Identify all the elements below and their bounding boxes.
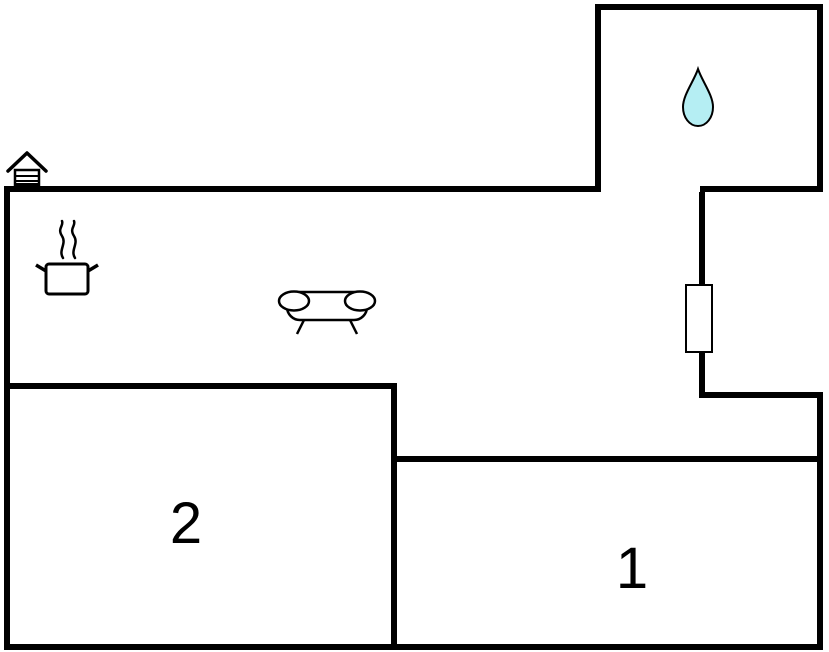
steam-icon <box>58 219 77 260</box>
wall-bathroom-top <box>595 4 823 10</box>
water-drop-icon <box>681 65 715 128</box>
entrance-house-icon <box>6 151 48 188</box>
wall-bathroom-left <box>595 4 601 192</box>
cooking-pot-icon <box>35 219 99 296</box>
wall-mid-right <box>700 392 823 398</box>
wall-room2-top <box>4 383 397 389</box>
pot-handle-right <box>87 263 99 273</box>
pot-body <box>44 262 90 296</box>
wall-right-upper-segment <box>699 192 705 288</box>
house-base <box>14 183 40 187</box>
steam-wave <box>70 219 77 260</box>
wall-top-main <box>4 186 601 192</box>
room-1-area <box>397 462 817 644</box>
living-kitchen-area <box>10 192 691 383</box>
walls <box>4 4 823 650</box>
wall-left <box>4 186 10 650</box>
wall-room1-top <box>391 456 823 462</box>
wall-right-lower <box>817 392 823 650</box>
room-2-label: 2 <box>170 491 202 556</box>
sofa-arm-right <box>343 290 377 312</box>
wall-bottom <box>4 644 823 650</box>
wall-bathroom-right <box>817 4 823 192</box>
door-panel <box>685 284 713 353</box>
sofa-icon <box>277 290 377 335</box>
room-1-label: 1 <box>616 536 648 601</box>
sofa-arm-left <box>277 290 311 312</box>
house-roof <box>6 151 48 173</box>
wall-room2-right <box>391 383 397 650</box>
pot-handle-left <box>35 263 47 273</box>
sofa-leg-right <box>348 319 359 335</box>
sofa-leg-left <box>295 319 306 335</box>
wall-right-lower-segment <box>699 350 705 398</box>
steam-wave <box>58 219 65 260</box>
wall-bathroom-bottom <box>700 186 823 192</box>
